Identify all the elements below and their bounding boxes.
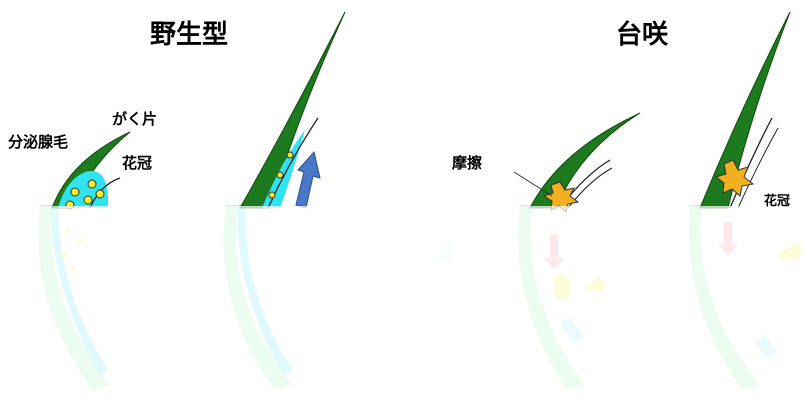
wild-open-panel (223, 11, 346, 390)
wild-bud-panel (38, 131, 131, 390)
gland-region (517, 205, 585, 390)
sepal (529, 112, 641, 209)
petal (729, 117, 773, 209)
opening-arrow (295, 150, 321, 209)
petal (737, 127, 779, 209)
petal (89, 177, 121, 209)
friction-pointer (513, 171, 553, 197)
label-petal: 花冠 (122, 154, 153, 172)
title-wild-type: 野生型 (150, 20, 229, 50)
gland-dots (65, 179, 105, 210)
gland-cyan-fill (58, 171, 109, 208)
label-sepal: がく片 (112, 110, 158, 128)
label-gland: 分泌腺毛 (8, 133, 69, 151)
sepal (699, 11, 791, 209)
gland-cyan-fill (262, 130, 305, 208)
gland-dots (268, 151, 294, 199)
label-friction: 摩擦 (452, 154, 483, 172)
label-petal-partial: 花冠 (764, 194, 791, 209)
friction-burst (714, 159, 755, 197)
title-mutant: 台咲 (616, 20, 669, 50)
sepal (239, 11, 346, 209)
